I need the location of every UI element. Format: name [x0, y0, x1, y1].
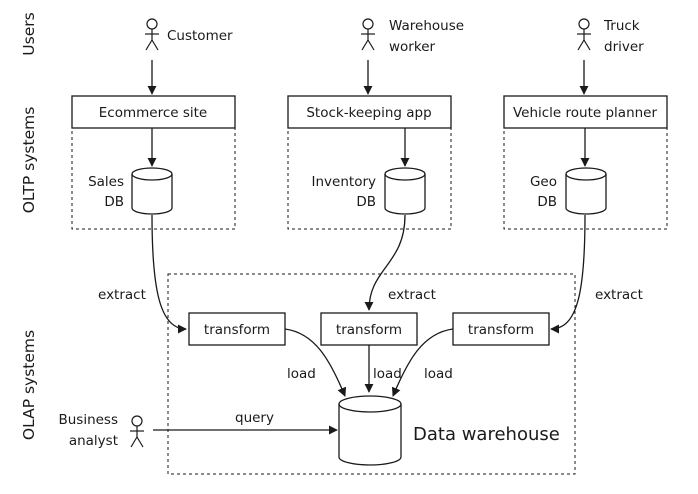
inventory-db-label-line1: Inventory — [312, 174, 376, 190]
stock-keeping-app-label: Stock-keeping app — [306, 105, 431, 121]
lane-label-olap: OLAP systems — [20, 330, 38, 440]
sales-db-label-line1: Sales — [88, 174, 124, 190]
lane-label-users: Users — [20, 12, 38, 55]
data-warehouse-label: Data warehouse — [413, 424, 560, 445]
warehouse-worker-label-line1: Warehouse — [389, 18, 464, 34]
business-analyst-person-icon — [130, 415, 144, 448]
vehicle-route-planner-label: Vehicle route planner — [513, 105, 658, 121]
inventory-db-label-line2: DB — [356, 194, 376, 210]
load-label-middle: load — [373, 366, 402, 382]
transform-box-right — [452, 312, 550, 346]
extract-label-left: extract — [98, 287, 146, 303]
extract-arrow-sales-to-transform — [151, 214, 187, 334]
warehouse-worker-person-icon — [361, 18, 375, 51]
extract-arrow-geo-to-transform — [550, 214, 586, 334]
stock-keeping-app-box — [287, 95, 452, 129]
load-arrow-left — [284, 328, 347, 397]
transform-box-middle — [320, 312, 418, 346]
ecommerce-site-label: Ecommerce site — [99, 105, 207, 121]
business-analyst-label-line1: Business — [58, 412, 118, 428]
transform-label-left: transform — [204, 322, 270, 338]
lane-label-oltp: OLTP systems — [20, 107, 38, 214]
extract-label-right: extract — [595, 287, 643, 303]
geo-db-label-line1: Geo — [530, 174, 557, 190]
customer-label: Customer — [167, 28, 233, 44]
transform-label-right: transform — [468, 322, 534, 338]
data-warehouse-cylinder-icon — [338, 395, 402, 466]
transform-box-left — [188, 312, 286, 346]
ecommerce-site-box — [71, 95, 236, 129]
inventory-db-cylinder-icon — [384, 167, 426, 215]
warehouse-worker-label-line2: worker — [389, 39, 435, 55]
load-label-right: load — [424, 366, 453, 382]
load-arrow-right — [391, 328, 454, 397]
transform-label-middle: transform — [336, 322, 402, 338]
extract-label-middle: extract — [388, 287, 436, 303]
query-label: query — [235, 410, 274, 426]
truck-driver-label-line2: driver — [604, 39, 644, 55]
customer-person-icon — [145, 18, 159, 51]
truck-driver-label-line1: Truck — [603, 18, 640, 34]
geo-db-cylinder-icon — [565, 167, 607, 215]
business-analyst-label-line2: analyst — [69, 433, 118, 449]
truck-driver-person-icon — [577, 18, 591, 51]
sales-db-label-line2: DB — [104, 194, 124, 210]
extract-arrow-inventory-to-transform — [364, 214, 406, 311]
olap-group — [167, 273, 576, 475]
geo-db-label-line2: DB — [537, 194, 557, 210]
load-label-left: load — [287, 366, 316, 382]
sales-db-cylinder-icon — [131, 167, 173, 215]
